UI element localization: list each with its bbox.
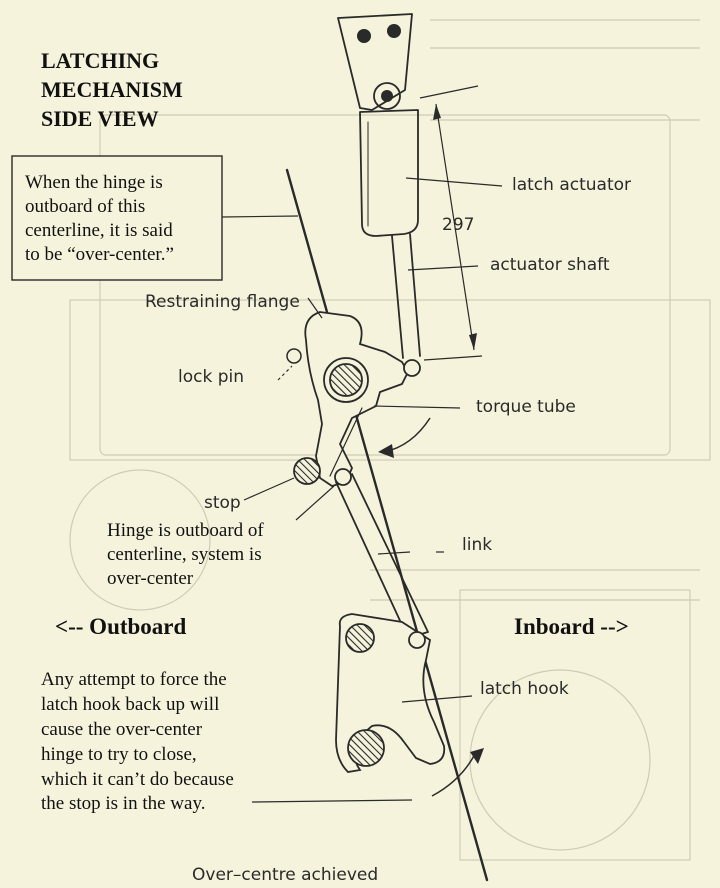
stop <box>293 457 321 485</box>
label-stop: stop <box>204 493 241 513</box>
centerline-note-line-3: centerline, it is said <box>25 220 173 241</box>
centerline-note-line-2: outboard of this <box>25 196 145 217</box>
dimension-297 <box>419 85 483 361</box>
hinge-note-line-2: centerline, system is <box>107 544 262 565</box>
hinge-note-line-1: Hinge is outboard of <box>107 520 264 541</box>
title-line-3: SIDE VIEW <box>41 106 159 131</box>
actuator-shaft <box>391 233 421 359</box>
outboard-direction-label: <-- Outboard <box>55 614 187 639</box>
rotation-arrow-upper <box>378 417 431 458</box>
label-latch-actuator: latch actuator <box>512 175 631 195</box>
leader-lines <box>221 177 503 803</box>
actuator-mount-bracket <box>337 13 413 111</box>
label-link: link <box>462 535 492 555</box>
torque-tube-shaft <box>323 357 369 403</box>
bottom-note-line-2: latch hook back up will <box>41 694 219 715</box>
inboard-direction-label: Inboard --> <box>514 614 629 639</box>
latch-actuator-body <box>359 109 419 237</box>
label-over-centre-achieved: Over–centre achieved <box>192 865 378 885</box>
torque-tube-core <box>329 363 363 397</box>
bottom-note-line-1: Any attempt to force the <box>41 669 227 690</box>
bottom-note-line-5: which it can’t do because <box>41 769 234 790</box>
latch-hook-body <box>335 613 446 773</box>
diagram-title: LATCHING MECHANISM SIDE VIEW <box>41 48 183 131</box>
centerline <box>285 168 489 882</box>
background-bleed <box>69 19 711 861</box>
label-latch-hook: latch hook <box>480 679 569 699</box>
hinge-note: Hinge is outboard of centerline, system … <box>107 520 264 589</box>
label-restraining-flange: Restraining flange <box>145 292 300 312</box>
hinge-note-line-3: over-center <box>107 568 194 589</box>
lock-pin <box>286 348 302 364</box>
label-actuator-shaft: actuator shaft <box>490 255 610 275</box>
actuator-crank-pin <box>403 359 421 377</box>
label-dimension-297: 297 <box>442 215 474 235</box>
label-torque-tube: torque tube <box>476 397 576 417</box>
bottom-note-line-6: the stop is in the way. <box>41 793 205 814</box>
title-line-1: LATCHING <box>41 48 159 73</box>
bottom-note-line-3: cause the over-center <box>41 719 203 740</box>
centerline-note-line-4: to be “over-center.” <box>25 244 174 265</box>
bottom-note-line-4: hinge to try to close, <box>41 744 197 765</box>
rotation-arrow-lower <box>431 748 484 797</box>
title-line-2: MECHANISM <box>41 77 183 102</box>
bottom-note: Any attempt to force the latch hook back… <box>41 669 234 814</box>
centerline-note-line-1: When the hinge is <box>25 172 163 193</box>
hinge-pin <box>334 468 352 486</box>
label-lock-pin: lock pin <box>178 367 244 387</box>
centerline-note-box: When the hinge is outboard of this cente… <box>11 155 223 281</box>
link <box>335 473 429 639</box>
